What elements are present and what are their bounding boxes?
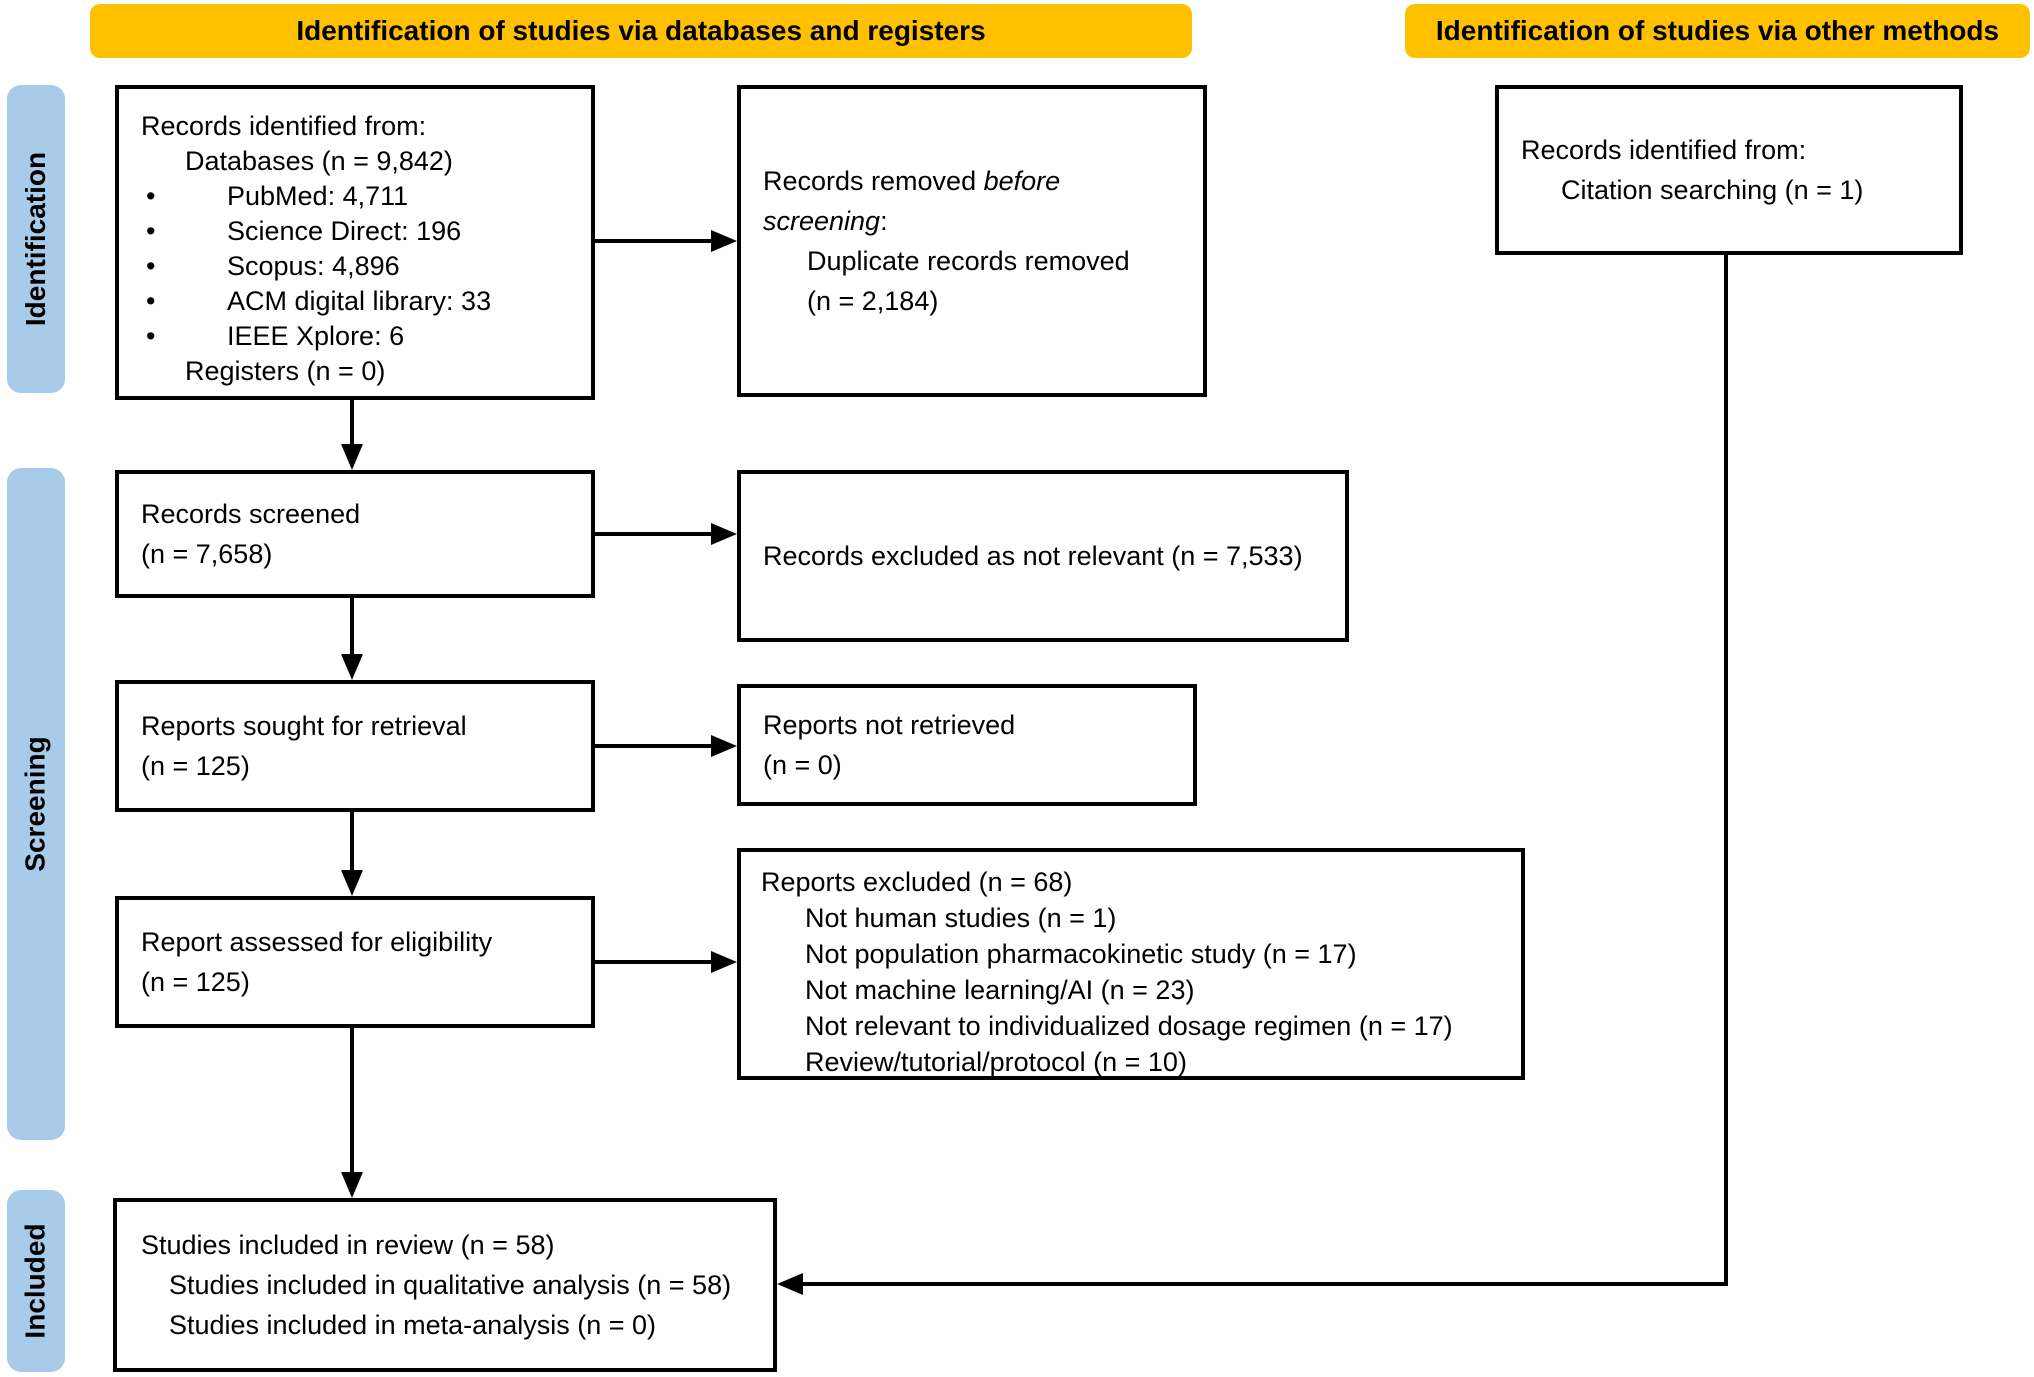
arrow-sought-to-not-retrieved [595,735,737,757]
text-line: Studies included in meta-analysis (n = 0… [169,1310,657,1340]
bullet-line: Science Direct: 196 [119,214,591,249]
text-line: Review/tutorial/protocol (n = 10) [805,1047,1187,1077]
text-line: (n = 0) [763,750,842,780]
text-line: Not relevant to individualized dosage re… [805,1011,1453,1041]
box-records-identified: Records identified from: Databases (n = … [115,85,595,400]
stage-tab-screening: Screening [7,468,65,1140]
bullet-line: ACM digital library: 33 [119,284,591,319]
stage-tab-identification: Identification [7,85,65,393]
text-line: (n = 2,184) [807,286,939,316]
arrow-screened-to-excluded [595,523,737,545]
bullet-line: Scopus: 4,896 [119,249,591,284]
text-line: Not machine learning/AI (n = 23) [805,975,1195,1005]
text-line: Not human studies (n = 1) [805,903,1117,933]
box-records-removed: Records removed before screening: Duplic… [737,85,1207,397]
box-reports-assessed: Report assessed for eligibility (n = 125… [115,896,595,1028]
text-line: Duplicate records removed [807,246,1130,276]
text-line: Reports excluded (n = 68) [761,867,1073,897]
text-line: screening: [763,206,888,236]
header-databases-registers: Identification of studies via databases … [90,4,1192,58]
box-reports-excluded: Reports excluded (n = 68) Not human stud… [737,848,1525,1080]
text-line: Records identified from: [141,111,427,141]
box-reports-not-retrieved: Reports not retrieved (n = 0) [737,684,1197,806]
text-line: (n = 125) [141,751,250,781]
text-line: Records excluded as not relevant (n = 7,… [763,541,1303,571]
box-citation-identified: Records identified from: Citation search… [1495,85,1963,255]
box-records-excluded: Records excluded as not relevant (n = 7,… [737,470,1349,642]
arrow-screened-to-sought [341,598,363,680]
text-line: Studies included in qualitative analysis… [169,1270,732,1300]
stage-label-included: Included [20,1223,51,1339]
arrow-identified-to-screened [341,400,363,470]
text-line: Records removed before [763,166,1061,196]
text-line: Records identified from: [1521,135,1807,165]
text-line: Reports sought for retrieval [141,711,467,741]
box-reports-sought: Reports sought for retrieval (n = 125) [115,680,595,812]
arrow-identified-to-removed [595,230,737,252]
bullet-line: IEEE Xplore: 6 [119,319,591,354]
text-line: Registers (n = 0) [185,356,386,386]
stage-label-identification: Identification [20,151,52,327]
stage-tab-included: Included [7,1190,65,1372]
arrow-assessed-to-reports-excluded [595,951,737,973]
arrow-assessed-to-included [341,1028,363,1198]
text-line: Not population pharmacokinetic study (n … [805,939,1357,969]
text-line: Reports not retrieved [763,710,1016,740]
text-line: (n = 125) [141,967,250,997]
stage-label-screening: Screening [20,736,52,872]
text-line: Studies included in review (n = 58) [141,1230,555,1260]
box-studies-included: Studies included in review (n = 58) Stud… [113,1198,777,1372]
box-records-screened: Records screened (n = 7,658) [115,470,595,598]
text-line: (n = 7,658) [141,539,273,569]
text-line: Databases (n = 9,842) [185,146,453,176]
arrow-sought-to-assessed [341,812,363,896]
header-other-methods: Identification of studies via other meth… [1405,4,2030,58]
bullet-line: PubMed: 4,711 [119,179,591,214]
text-line: Report assessed for eligibility [141,927,493,957]
text-line: Records screened [141,499,361,529]
text-line: Citation searching (n = 1) [1561,175,1864,205]
